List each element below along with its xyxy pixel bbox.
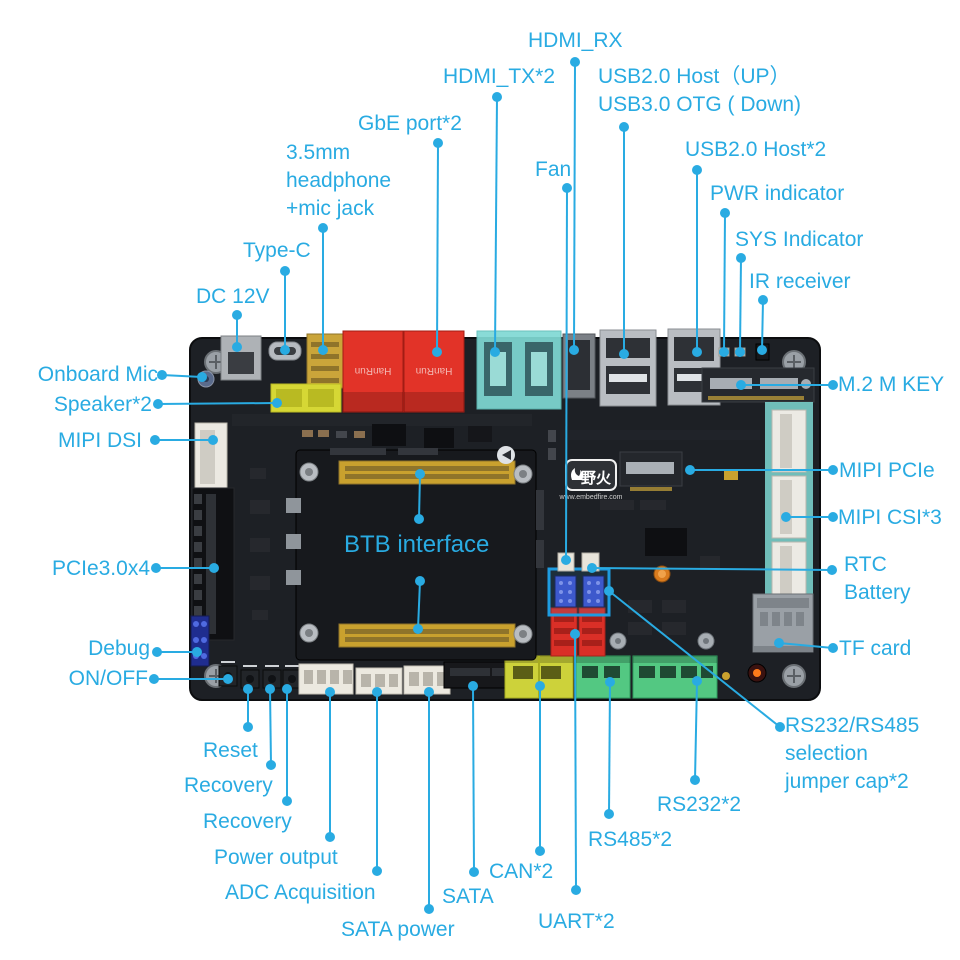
hdmi-rx-port — [562, 333, 596, 399]
direction-arrow-mark — [497, 446, 515, 464]
usb-otg-stack — [599, 329, 657, 407]
rtc-coin-cell — [653, 565, 671, 583]
rtc-connector — [581, 552, 600, 572]
brand-logo: 野火 www.embedfire.com — [558, 459, 623, 501]
rs485-terminal — [575, 655, 631, 699]
m2-mkey-slot — [701, 367, 815, 403]
white-connectors — [298, 663, 451, 695]
logo-text: 野火 — [581, 470, 612, 487]
mipi-dsi-connector — [194, 422, 228, 492]
type-c-port — [268, 341, 302, 361]
flame-icon — [571, 468, 584, 480]
hdmi-tx-ports — [476, 330, 562, 410]
pcie-m2-aux-slot — [619, 451, 683, 491]
sata-connector — [443, 661, 511, 689]
fan-connector — [557, 552, 575, 572]
onboard-mic — [197, 370, 215, 388]
gbe-ports: HanRun HanRun — [342, 330, 465, 413]
mipi-connector-column — [765, 402, 813, 608]
btb-module — [295, 449, 537, 661]
tf-card-slot — [752, 593, 814, 653]
headphone-jack-pins — [306, 333, 344, 389]
can-terminal — [504, 655, 574, 699]
power-led — [747, 663, 767, 683]
ethernet-brand-text: HanRun — [416, 365, 453, 376]
ir-receiver — [755, 343, 770, 361]
rs232-terminal — [632, 655, 718, 699]
speaker-connector — [270, 383, 342, 413]
jumper-caps — [547, 567, 611, 617]
logo-url-text: www.embedfire.com — [558, 494, 622, 501]
dc-jack — [220, 335, 262, 381]
ethernet-brand-text: HanRun — [355, 365, 392, 376]
debug-header — [190, 615, 210, 667]
